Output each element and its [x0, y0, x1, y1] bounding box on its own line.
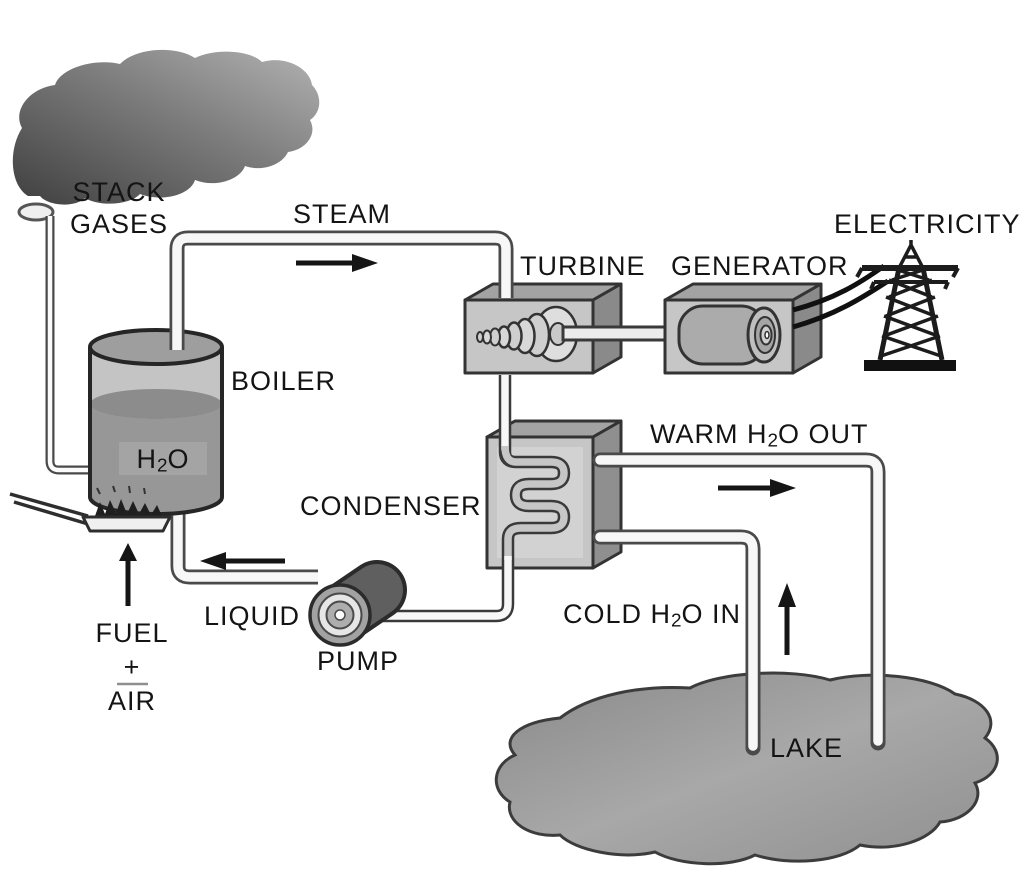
label-h2o-sub: 2: [156, 455, 168, 477]
label-boiler: BOILER: [231, 366, 337, 396]
label-liquid: LIQUID: [204, 601, 301, 631]
cold-water-pipe: [592, 529, 761, 756]
label-warm-out-post: O OUT: [778, 419, 869, 449]
flow-arrows: [119, 254, 796, 655]
label-warm-h2o-out: WARM H2O OUT: [650, 418, 869, 457]
label-turbine: TURBINE: [520, 251, 646, 281]
label-generator: GENERATOR: [671, 251, 849, 281]
smoke-cloud-icon: [12, 49, 320, 205]
liquid-flow-arrow: [200, 552, 285, 570]
label-cold-in-pre: COLD H: [563, 599, 672, 629]
label-lake: LAKE: [770, 733, 844, 763]
label-fuel: FUEL: [95, 618, 169, 648]
label-cold-in-sub: 2: [671, 610, 682, 632]
pump-icon: [308, 560, 407, 647]
drive-shaft-icon: [561, 325, 673, 342]
steam-flow-arrow: [296, 254, 378, 272]
label-steam: STEAM: [293, 199, 392, 229]
generator-icon: [663, 282, 823, 375]
label-h2o: H2O: [118, 443, 208, 482]
label-h2o-post: O: [167, 444, 190, 474]
warm-water-flow-arrow: [718, 479, 796, 497]
label-warm-out-pre: WARM H: [650, 419, 768, 449]
label-stack-gases-line2: GASES: [69, 209, 169, 239]
label-cold-h2o-in: COLD H2O IN: [563, 598, 741, 637]
warm-water-pipe: [592, 452, 886, 751]
power-wires-icon: [792, 263, 890, 330]
label-warm-out-sub: 2: [767, 430, 778, 452]
label-air: AIR: [107, 686, 156, 716]
label-condenser: CONDENSER: [300, 491, 482, 521]
label-plus: +: [123, 652, 141, 682]
stack-pipe: [45, 216, 122, 475]
chimney-opening-icon: [17, 202, 55, 222]
label-electricity: ELECTRICITY: [834, 209, 1021, 239]
transmission-tower-icon: [855, 240, 960, 371]
label-pump: PUMP: [317, 646, 400, 676]
steam-pipe: [169, 230, 514, 350]
boiler-icon: [88, 328, 224, 516]
fuel-air-flow-arrow: [119, 543, 137, 606]
label-cold-in-post: O IN: [681, 599, 742, 629]
burner-icon: [9, 485, 172, 533]
cold-water-flow-arrow: [778, 583, 796, 655]
label-fuel-air: FUEL + AIR: [88, 616, 176, 718]
label-h2o-pre: H: [136, 444, 157, 474]
condenser-coil-pipe: [370, 375, 571, 623]
label-stack-gases-line1: STACK: [72, 177, 166, 207]
liquid-return-pipe: [170, 494, 318, 585]
